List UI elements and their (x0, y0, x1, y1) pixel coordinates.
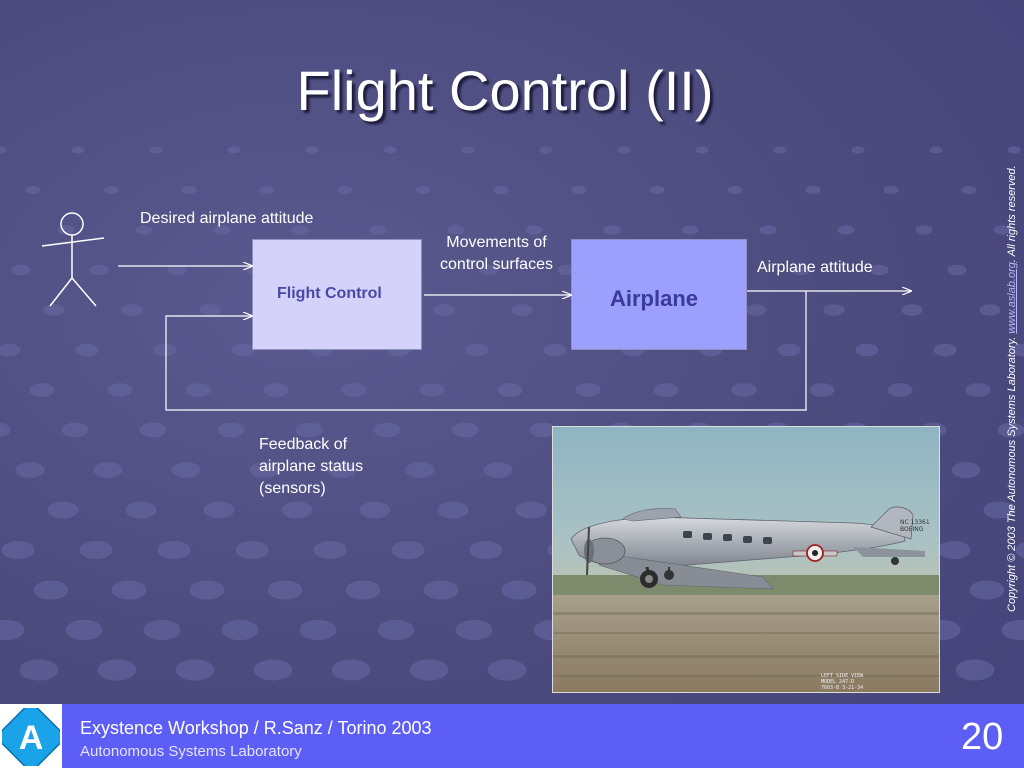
flight-control-block-label: Flight Control (277, 285, 382, 302)
flight-control-block: Flight Control (252, 239, 422, 350)
footer-event: Exystence Workshop / R.Sanz / Torino 200… (80, 718, 432, 738)
airplane-block: Airplane (571, 239, 747, 350)
feedback-label-line2: airplane status (259, 458, 364, 475)
airplane-photo-illustration (553, 427, 939, 692)
airplane-block-label: Airplane (610, 286, 699, 311)
tail-text: BOEING (900, 526, 924, 533)
slide-footer: A Exystence Workshop / R.Sanz / Torino 2… (0, 704, 1024, 768)
aircraft-registration: NC 13361 BOEING (900, 519, 930, 533)
aslab-logo-icon: A (2, 708, 60, 766)
airplane-attitude-label: Airplane attitude (757, 259, 873, 276)
operator-stick-figure-icon (41, 212, 105, 307)
slide-title: Flight Control (II) (296, 59, 714, 122)
aslab-link[interactable]: www.aslab.org (1006, 262, 1018, 334)
feedback-label: Feedback of airplane status (sensors) (259, 434, 363, 500)
photo-caption: LEFT SIDE VIEW MODEL 247-D 7603-B 3-21-3… (821, 673, 891, 691)
logo-letter: A (19, 719, 44, 757)
footer-lab: Autonomous Systems Laboratory (80, 743, 302, 760)
runway-texture (553, 612, 939, 677)
movements-label-line2: control surfaces (440, 256, 553, 273)
movements-label: Movements of control surfaces (424, 232, 569, 276)
photo-caption-line2: MODEL 247-D (821, 679, 855, 685)
photo-caption-line3: 7603-B 3-21-34 (821, 685, 864, 691)
copyright-notice: Copyright © 2003 The Autonomous Systems … (1006, 165, 1018, 612)
desired-attitude-label: Desired airplane attitude (140, 210, 314, 227)
copyright-suffix: . All rights reserved. (1006, 165, 1018, 263)
page-number: 20 (961, 716, 1004, 758)
airplane-photo: NC 13361 BOEING LEFT SIDE VIEW MODEL 247… (552, 426, 940, 693)
photo-caption-line1: LEFT SIDE VIEW (821, 673, 864, 679)
feedback-label-line1: Feedback of (259, 436, 348, 453)
movements-label-line1: Movements of (446, 234, 547, 251)
feedback-label-line3: (sensors) (259, 480, 326, 497)
copyright-prefix: Copyright © 2003 The Autonomous Systems … (1006, 333, 1018, 612)
registration-text: NC 13361 (900, 519, 930, 526)
